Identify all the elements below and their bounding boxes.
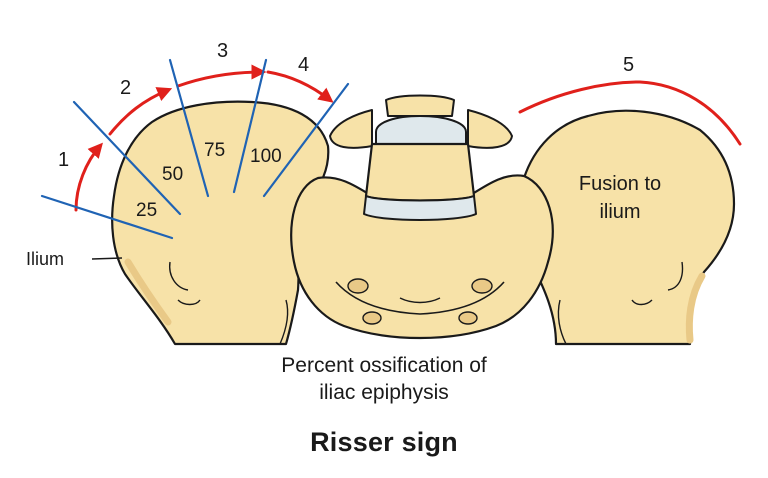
stage-label-1: 1 (58, 149, 69, 171)
ilium-label: Ilium (26, 249, 64, 269)
percent-labels: 25 50 75 100 (136, 140, 282, 221)
lumbar-vertebra (329, 94, 513, 221)
percent-label-25: 25 (136, 200, 157, 221)
percent-label-75: 75 (204, 140, 225, 161)
stage-labels: 1 2 3 4 5 (58, 40, 634, 171)
caption-line-1: Percent ossification of (281, 354, 487, 377)
caption-line-2: iliac epiphysis (319, 381, 449, 404)
ilium-leader-line (91, 257, 123, 260)
stage-arrow-2-to-3 (108, 87, 173, 136)
division-line-100 (232, 58, 268, 194)
figure-title: Risser sign (310, 427, 458, 457)
stage-label-5: 5 (623, 54, 634, 76)
stage-label-4: 4 (298, 54, 309, 76)
stage-5-arc (518, 80, 742, 146)
division-line-50 (72, 100, 182, 216)
stage-arrow-4-to-5 (266, 70, 334, 103)
division-line-75 (168, 58, 210, 198)
stage-arrow-3-to-4 (176, 64, 267, 88)
sacrum (290, 174, 554, 340)
ossification-division-lines (40, 58, 350, 240)
stage-label-2: 2 (120, 77, 131, 99)
percent-label-50: 50 (162, 164, 183, 185)
fusion-label-line1: Fusion to (579, 173, 661, 195)
stage-arrow-1-to-2 (74, 142, 103, 212)
stage-progression-arrows (74, 64, 742, 212)
division-line-25 (40, 194, 174, 240)
stage-label-3: 3 (217, 40, 228, 62)
division-line-end (262, 82, 350, 198)
fusion-label-line2: ilium (599, 201, 640, 223)
figure-caption: Percent ossification of iliac epiphysis (0, 352, 768, 406)
percent-label-100: 100 (250, 146, 282, 167)
